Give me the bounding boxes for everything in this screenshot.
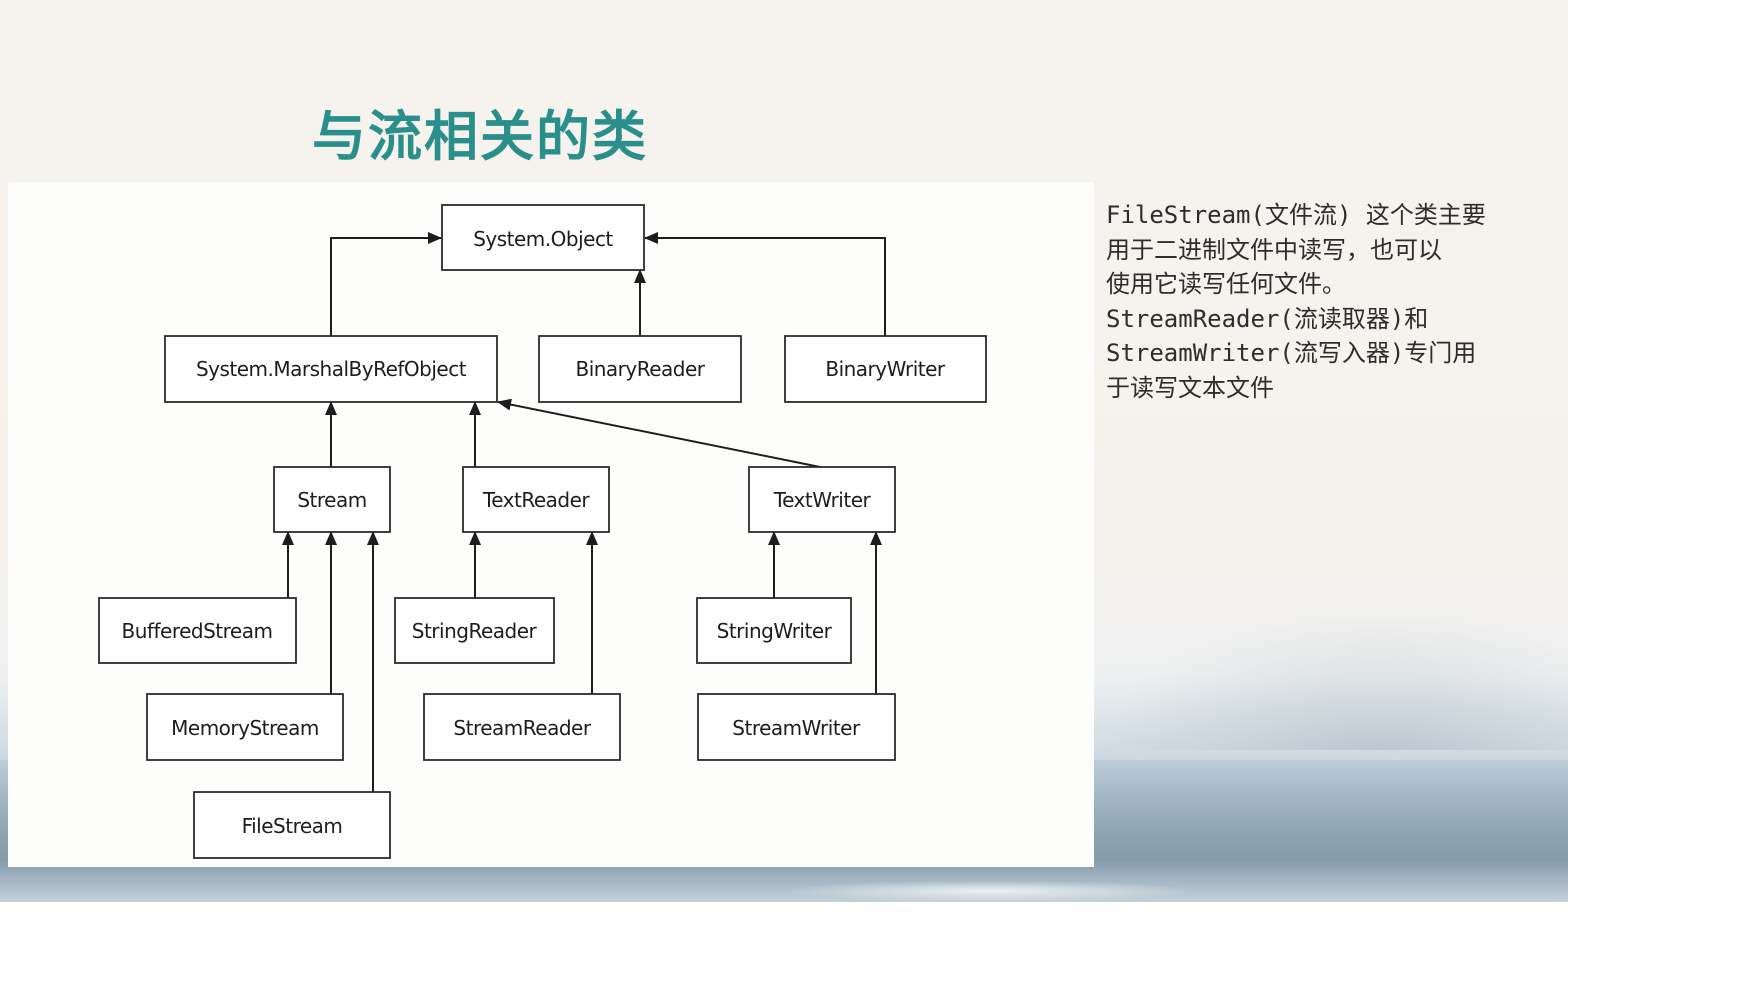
description-line: StreamReader(流读取器)和 bbox=[1106, 304, 1429, 333]
background-mountain bbox=[1100, 610, 1568, 750]
node-streamwriter: StreamWriter bbox=[697, 693, 896, 761]
node-label: BufferedStream bbox=[122, 619, 273, 643]
description-line: FileStream(文件流) 这个类主要 bbox=[1106, 201, 1486, 229]
node-label: BinaryReader bbox=[575, 357, 705, 381]
class-hierarchy-diagram: System.Object System.MarshalByRefObject … bbox=[98, 204, 987, 859]
node-binarywriter: BinaryWriter bbox=[784, 335, 987, 403]
node-stream: Stream bbox=[273, 466, 391, 533]
description-line: StreamWriter(流写入器)专门用 bbox=[1106, 339, 1477, 367]
node-label: System.Object bbox=[473, 227, 613, 251]
node-system-object: System.Object bbox=[441, 204, 645, 271]
node-bufferedstream: BufferedStream bbox=[98, 597, 297, 664]
slide-title: 与流相关的类 bbox=[312, 104, 648, 168]
node-label: FileStream bbox=[242, 814, 343, 838]
edge-binarywriter-to-object bbox=[644, 232, 886, 336]
diagram-edges bbox=[282, 232, 886, 792]
node-streamreader: StreamReader bbox=[423, 693, 621, 761]
node-label: BinaryWriter bbox=[825, 357, 946, 381]
node-label: TextWriter bbox=[773, 488, 872, 512]
description-line: 于读写文本文件 bbox=[1106, 373, 1274, 402]
node-system-marshalbyrefobject: System.MarshalByRefObject bbox=[164, 335, 498, 403]
node-label: StreamWriter bbox=[732, 716, 861, 740]
node-stringreader: StringReader bbox=[394, 597, 555, 664]
description-line: 使用它读写任何文件。 bbox=[1106, 270, 1346, 298]
node-label: StreamReader bbox=[453, 716, 591, 740]
description-line: 用于二进制文件中读写，也可以 bbox=[1106, 235, 1442, 264]
node-label: System.MarshalByRefObject bbox=[196, 357, 467, 381]
node-label: StringWriter bbox=[717, 619, 833, 643]
node-textreader: TextReader bbox=[462, 466, 610, 533]
node-label: Stream bbox=[297, 488, 366, 512]
edge-textwriter-to-marshal bbox=[497, 398, 821, 468]
node-filestream: FileStream bbox=[193, 791, 391, 859]
node-binaryreader: BinaryReader bbox=[538, 335, 742, 403]
node-label: TextReader bbox=[482, 488, 591, 512]
background-wave-foam bbox=[780, 880, 1200, 902]
node-textwriter: TextWriter bbox=[748, 466, 896, 533]
node-stringwriter: StringWriter bbox=[696, 597, 852, 664]
description-text: FileStream(文件流) 这个类主要 用于二进制文件中读写，也可以 使用它… bbox=[1106, 198, 1546, 405]
node-memorystream: MemoryStream bbox=[146, 693, 344, 761]
node-label: StringReader bbox=[412, 619, 538, 643]
edge-marshal-to-object bbox=[330, 232, 442, 336]
node-label: MemoryStream bbox=[171, 716, 319, 740]
